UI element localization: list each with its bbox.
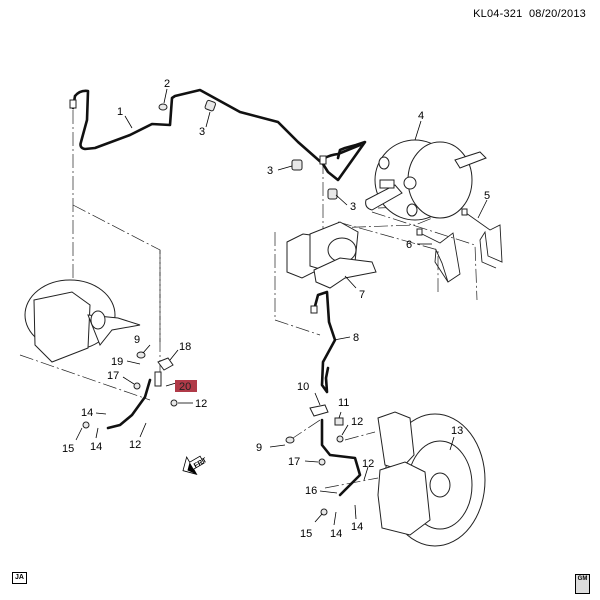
callout-3[interactable]: 3 <box>350 201 356 213</box>
vacuum-brake-booster-4 <box>365 139 487 221</box>
callout-9[interactable]: 9 <box>134 334 140 346</box>
callout-13[interactable]: 13 <box>451 425 463 437</box>
abs-bracket <box>313 257 377 289</box>
pipe-fitting <box>319 155 327 165</box>
callout-20-highlight <box>175 380 197 392</box>
callout-14[interactable]: 14 <box>90 441 102 453</box>
alignment-line <box>329 214 441 229</box>
callout-18[interactable]: 18 <box>179 341 191 353</box>
gm-logo-text: GM <box>577 576 588 582</box>
callout-3[interactable]: 3 <box>199 126 205 138</box>
abs-modulator-7 <box>286 221 377 289</box>
bolt-17 <box>318 458 326 466</box>
alignment-lines <box>19 110 478 489</box>
brake-pipe-5 <box>461 208 503 269</box>
callout-19[interactable]: 19 <box>111 356 123 368</box>
callout-7[interactable]: 7 <box>359 289 365 301</box>
callout-14[interactable]: 14 <box>351 521 363 533</box>
callouts: 1 2 3 3 3 4 5 6 7 8 9 9 10 11 12 12 12 1… <box>62 78 490 540</box>
alignment-line <box>337 221 439 292</box>
callout-12[interactable]: 12 <box>195 398 207 410</box>
bolt-17 <box>133 382 141 390</box>
callout-14[interactable]: 14 <box>81 407 93 419</box>
diagram-date: 08/20/2013 <box>528 8 586 20</box>
alignment-line <box>19 354 151 401</box>
callout-12[interactable]: 12 <box>129 439 141 451</box>
alignment-line <box>289 419 321 441</box>
alignment-line <box>274 232 321 336</box>
callout-16[interactable]: 16 <box>305 485 317 497</box>
callout-10[interactable]: 10 <box>297 381 309 393</box>
brake-hose-20 <box>154 371 162 387</box>
callout-6[interactable]: 6 <box>406 239 412 251</box>
callout-17[interactable]: 17 <box>288 456 300 468</box>
brake-pipe-8 <box>310 290 337 394</box>
clip-11 <box>334 417 344 426</box>
leader-lines <box>75 88 488 526</box>
steering-knuckle <box>377 411 415 471</box>
bracket-18 <box>157 357 174 371</box>
bolt-12 <box>170 399 178 407</box>
pipe-fitting <box>69 99 77 109</box>
brake-caliper-left <box>33 291 91 363</box>
brake-caliper <box>377 461 431 536</box>
pipe-clips <box>158 99 338 200</box>
callout-15[interactable]: 15 <box>62 443 74 455</box>
callout-4[interactable]: 4 <box>418 110 424 122</box>
callout-11[interactable]: 11 <box>338 397 349 409</box>
callout-20[interactable]: 20 <box>179 381 191 393</box>
bolt-15 <box>320 508 328 516</box>
callout-9[interactable]: 9 <box>256 442 262 454</box>
callout-8[interactable]: 8 <box>353 332 359 344</box>
brake-hose-16 <box>285 404 362 516</box>
right-wheel-assembly <box>377 411 486 547</box>
brake-hose-left <box>82 351 178 430</box>
nut-9 <box>136 351 146 359</box>
bolt-12 <box>336 435 344 443</box>
brake-pipe-1 <box>69 88 367 182</box>
diagram-id: KL04-321 <box>473 8 523 20</box>
callout-5[interactable]: 5 <box>484 190 490 202</box>
callout-12[interactable]: 12 <box>351 416 363 428</box>
callout-15[interactable]: 15 <box>300 528 312 540</box>
retainer-2 <box>158 103 168 111</box>
nut-9 <box>285 436 295 444</box>
alignment-line <box>344 431 376 441</box>
callout-14[interactable]: 14 <box>330 528 342 540</box>
clip-3 <box>291 159 303 171</box>
bracket-10 <box>309 404 329 417</box>
brake-pipe-6 <box>416 228 461 283</box>
ja-badge: JA <box>12 572 27 584</box>
callout-12[interactable]: 12 <box>362 458 374 470</box>
callout-17[interactable]: 17 <box>107 370 119 382</box>
callout-2[interactable]: 2 <box>164 78 170 90</box>
clip-3 <box>204 99 217 112</box>
alignment-line <box>371 211 478 301</box>
callout-3[interactable]: 3 <box>267 165 273 177</box>
left-wheel-assembly <box>24 279 141 363</box>
diagram-header: KL04-321 08/20/2013 <box>473 8 586 20</box>
clip-3 <box>327 188 338 200</box>
master-cylinder <box>365 184 403 211</box>
front-direction-arrow-icon: FRT <box>182 455 209 475</box>
callout-1[interactable]: 1 <box>117 106 123 118</box>
bolt-15 <box>82 421 90 429</box>
gm-logo: GM <box>575 574 590 594</box>
